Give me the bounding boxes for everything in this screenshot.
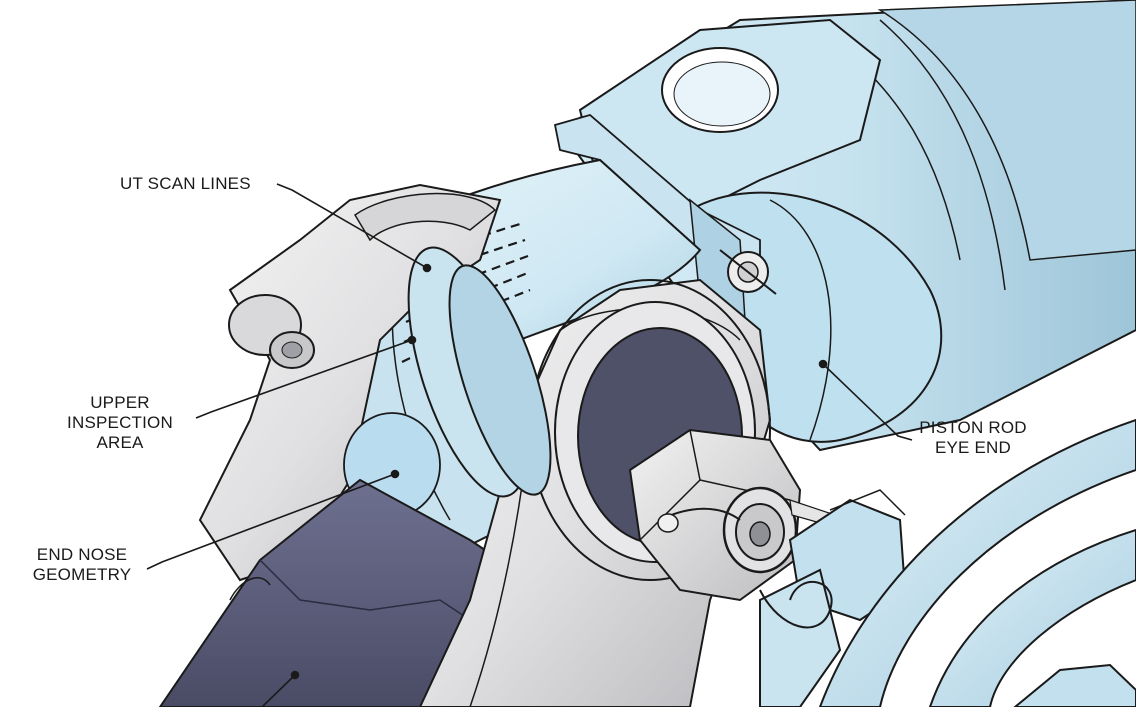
label-upper-inspection-area: UPPER INSPECTION AREA	[50, 393, 190, 453]
label-end-nose-geometry-line-2: GEOMETRY	[32, 565, 132, 584]
castellated-nut-icon	[628, 428, 851, 602]
left-lug-pin-icon	[228, 294, 315, 369]
label-end-nose-geometry-line-1: END NOSE	[36, 545, 128, 564]
hydraulic-hoses	[818, 418, 1136, 707]
hydraulic-fitting	[759, 489, 907, 707]
upper-mounting-lug	[578, 18, 882, 217]
label-ut-scan-lines-line-1: UT SCAN LINES	[120, 174, 251, 193]
leader-dot-piston-rod-eye-end	[818, 359, 828, 369]
leader-lower-plate	[261, 674, 296, 707]
leader-dot-ut-scan-lines	[422, 263, 432, 273]
label-piston-rod-eye-end-line-1: PISTON ROD	[919, 418, 1027, 437]
leader-lines	[146, 183, 913, 707]
leader-upper-inspection-area	[195, 339, 413, 419]
leader-dot-lower-plate	[290, 670, 300, 680]
label-end-nose-geometry: END NOSE GEOMETRY	[22, 545, 142, 585]
leader-ut-scan-lines	[276, 183, 428, 269]
safety-wire	[759, 581, 833, 629]
label-piston-rod-eye-end-line-2: EYE END	[934, 438, 1012, 457]
label-upper-inspection-area-line-3: AREA	[96, 433, 144, 452]
leader-dot-end-nose-geometry	[390, 469, 400, 479]
leader-end-nose-geometry	[146, 473, 396, 570]
label-piston-rod-eye-end: PISTON ROD EYE END	[908, 418, 1038, 458]
label-upper-inspection-area-line-1: UPPER	[90, 393, 150, 412]
leader-dot-upper-inspection-area	[407, 335, 417, 345]
clamp-bolt-icon	[719, 249, 777, 295]
leader-piston-rod-eye-end	[822, 363, 913, 441]
label-upper-inspection-area-line-2: INSPECTION	[67, 413, 173, 432]
label-ut-scan-lines: UT SCAN LINES	[120, 174, 251, 194]
